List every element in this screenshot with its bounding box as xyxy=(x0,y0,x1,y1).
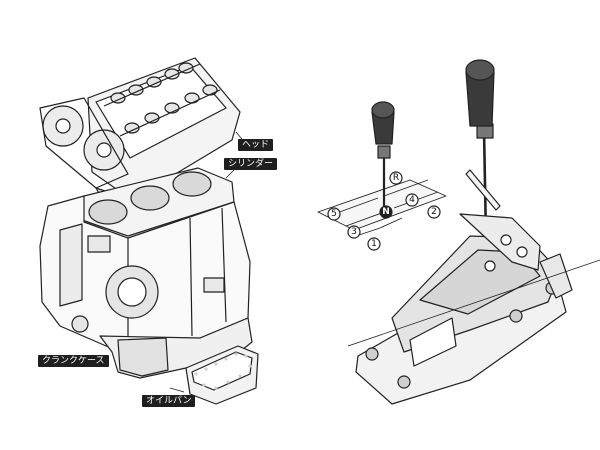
large-shift-lever xyxy=(465,59,501,239)
shifter-housing xyxy=(355,213,573,405)
label-crankcase: クランクケース xyxy=(38,355,109,367)
engine-block xyxy=(39,195,251,353)
crankcase xyxy=(99,317,253,379)
gate-label-n: N xyxy=(382,207,390,217)
gate-label-4: 4 xyxy=(409,195,415,205)
cylinder-block-deck xyxy=(81,167,235,237)
label-cylinder: シリンダー xyxy=(224,158,278,170)
gate-label-5: 5 xyxy=(331,209,337,219)
gate-label-3: 3 xyxy=(351,227,357,237)
cylinder-head xyxy=(39,57,241,217)
gate-label-r: R xyxy=(392,173,400,183)
shift-gate-pattern xyxy=(317,171,447,251)
gate-label-1: 1 xyxy=(371,239,377,249)
small-shift-lever xyxy=(371,101,395,206)
floor-line xyxy=(347,259,600,347)
label-head: ヘッド xyxy=(238,139,274,151)
oil-pan xyxy=(185,345,259,405)
engine-illustration xyxy=(39,57,259,405)
shifter-illustration xyxy=(317,59,600,405)
gate-label-2: 2 xyxy=(431,207,437,217)
label-oilpan: オイルパン xyxy=(142,395,196,407)
